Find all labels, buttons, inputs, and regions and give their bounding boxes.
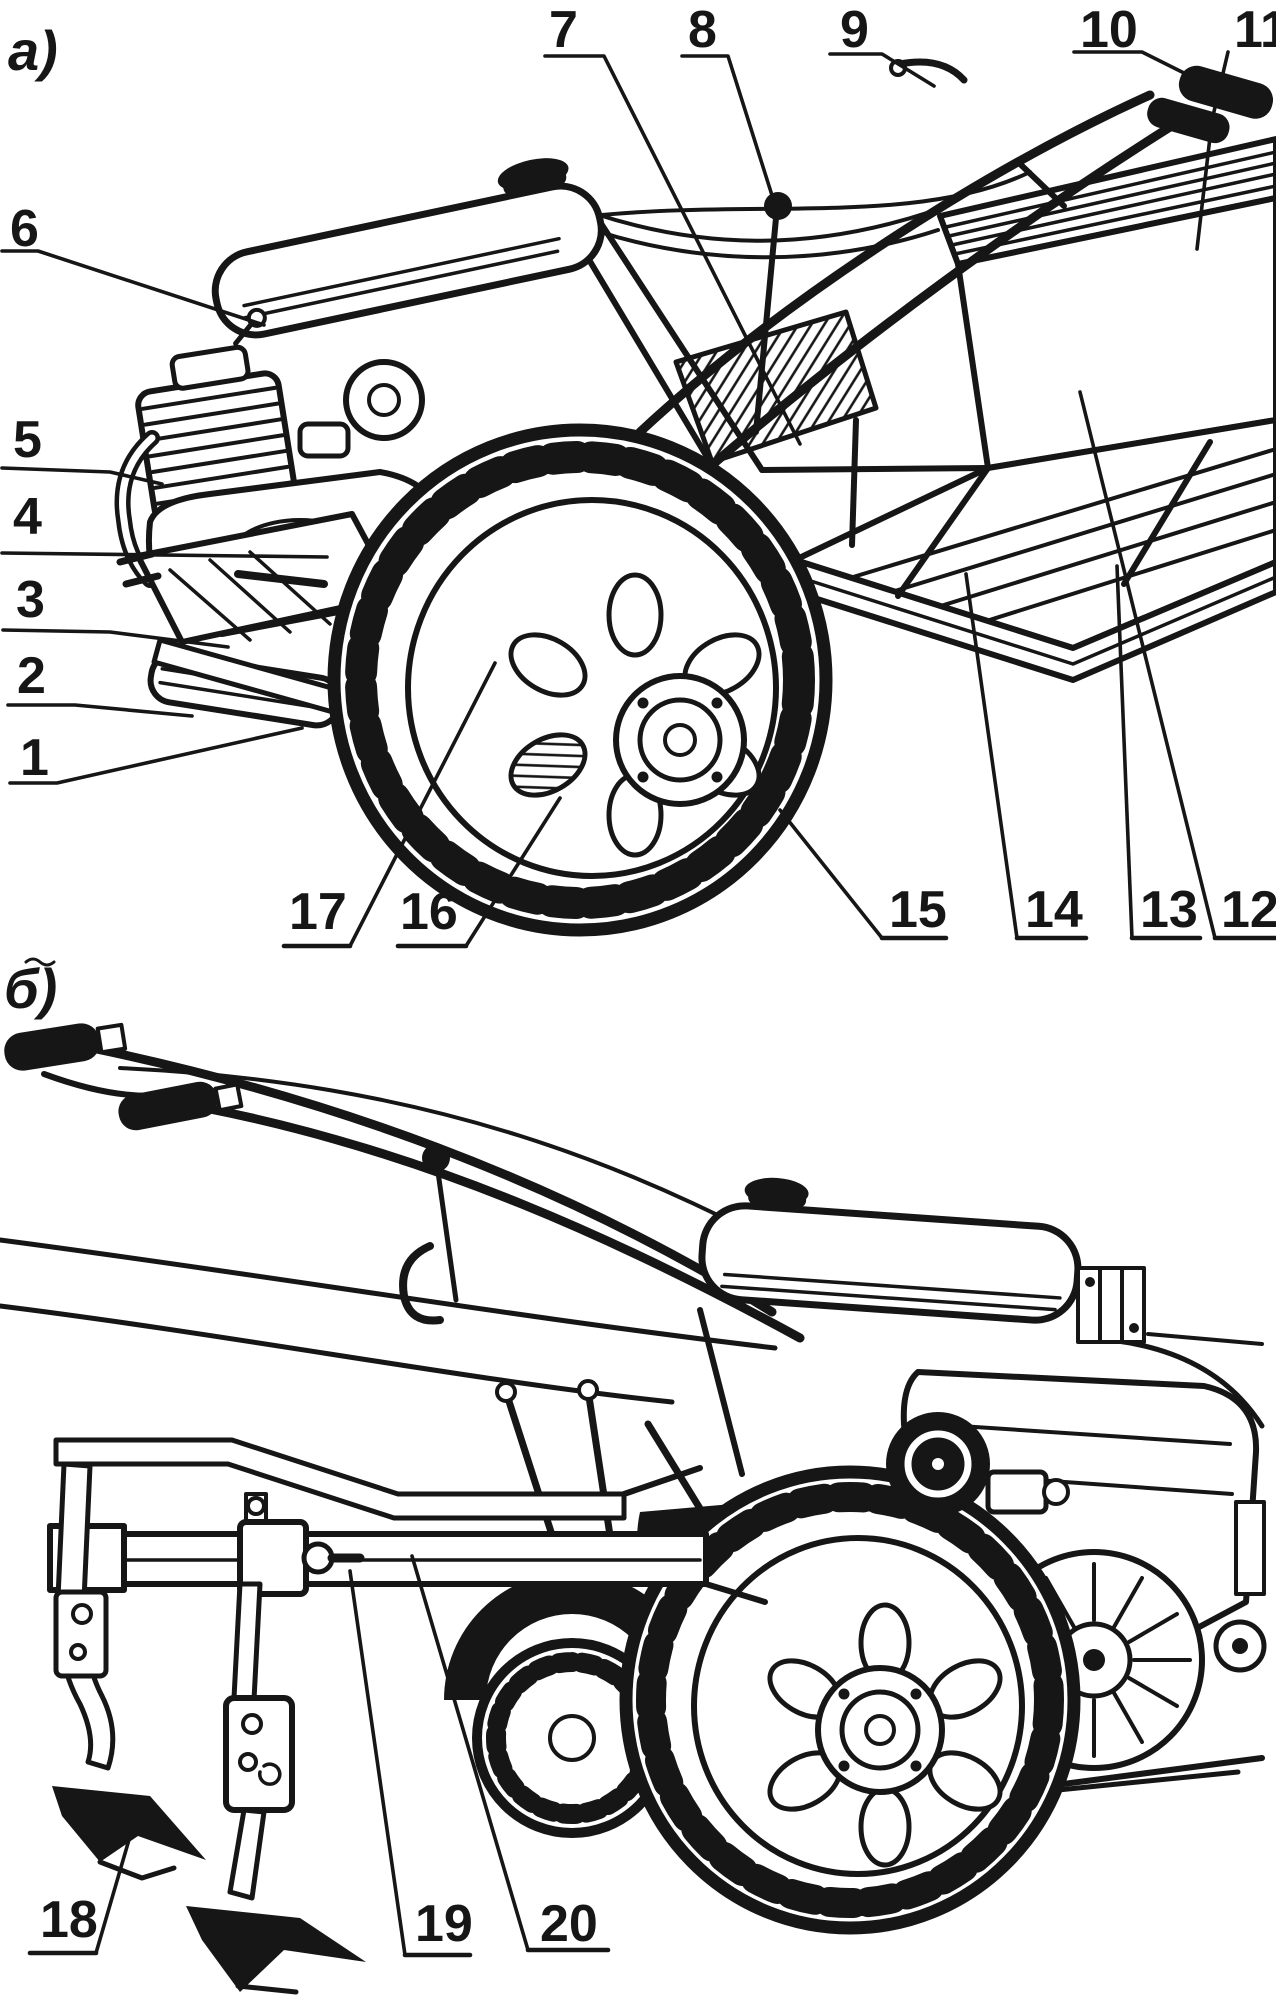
seat-post: [849, 417, 859, 548]
callout-label-1: 1: [20, 729, 49, 787]
figure-a-tag: a): [8, 19, 58, 82]
callout-leader-19: [348, 1569, 407, 1957]
clutch-lever: [41, 1071, 175, 1099]
cargo-platform: [792, 136, 1276, 683]
upper-bar: [53, 1437, 627, 1521]
callout-label-6: 6: [10, 200, 39, 258]
callout-leader-7: [543, 54, 802, 446]
callout-label-10: 10: [1080, 1, 1138, 59]
starter-handle: [1234, 1500, 1266, 1596]
gearshift-lever: [422, 1144, 459, 1303]
share: [52, 1786, 206, 1862]
callout-label-15: 15: [889, 881, 947, 939]
callout-label-20: 20: [540, 1895, 598, 1953]
callout-label-4: 4: [13, 488, 42, 546]
gearshift-knob: [764, 192, 792, 220]
callout-label-13: 13: [1140, 881, 1198, 939]
clutch-lever: [896, 58, 968, 84]
callout-leader-16: [464, 796, 562, 948]
callout-leader-6: [0, 249, 266, 327]
share: [186, 1906, 366, 1992]
filler-cap: [497, 158, 569, 192]
callout-label-14: 14: [1025, 881, 1083, 939]
callout-leader-8: [680, 54, 778, 210]
gearshift-knob: [422, 1144, 450, 1172]
figure-b-illustration: [0, 1022, 1267, 1995]
callout-leader-3: [1, 628, 230, 649]
wheel-hub: [815, 1665, 945, 1795]
callout-leader-15: [778, 808, 884, 940]
callout-leader-4: [0, 551, 329, 559]
frame-struts: [573, 219, 765, 495]
callout-leader-20: [410, 1554, 530, 1952]
air-cleaner: [886, 1412, 1070, 1516]
callout-label-19: 19: [415, 1895, 473, 1953]
cultivator-tine-left: [52, 1461, 206, 1881]
callout-label-18: 18: [40, 1891, 98, 1949]
callout-label-3: 3: [16, 571, 45, 629]
callout-label-2: 2: [17, 647, 46, 705]
cylinder: [135, 307, 299, 525]
cable-hook: [399, 1242, 444, 1325]
fuel-tank: [211, 158, 605, 339]
handlebar-tube: [635, 90, 1155, 437]
drive-wheel: [327, 423, 833, 937]
callout-label-7: 7: [549, 1, 578, 59]
gearshift-lever: [753, 192, 792, 435]
callout-leader-9: [828, 52, 936, 88]
figure-b-callouts: 18 19 20: [27, 1554, 611, 1958]
callout-leader-18: [94, 1824, 135, 1955]
callout-leader-12: [1078, 390, 1217, 940]
tank-bracket: [1076, 1266, 1146, 1344]
callout-label-5: 5: [13, 411, 42, 469]
callout-label-12: 12: [1221, 881, 1276, 939]
handlebar-tube: [699, 117, 1183, 477]
callout-leader-14: [964, 572, 1019, 940]
fuel-tank: [698, 1177, 1082, 1324]
callout-leader-11: [1195, 50, 1230, 251]
tire-lugs: [636, 1482, 1064, 1918]
callout-leader-2: [6, 703, 194, 718]
callout-label-17: 17: [289, 883, 347, 941]
callout-label-9: 9: [840, 1, 869, 59]
callout-leader-13: [1115, 564, 1134, 940]
figure-a-illustration: [24, 58, 1276, 967]
drive-wheel: [619, 1465, 1081, 1935]
print-artifact: [24, 957, 56, 967]
figure-b-tag: б): [4, 957, 57, 1020]
handlebar-grip: [4, 1022, 128, 1071]
callout-leader-10: [1072, 50, 1192, 78]
callout-leader-1: [8, 726, 304, 785]
wheel-hub: [613, 673, 747, 807]
disc-vent-hole: [508, 732, 588, 798]
carburetor: [297, 421, 351, 459]
seat: [673, 309, 879, 548]
callout-leader-17: [348, 661, 497, 948]
callout-leader-5: [0, 466, 164, 486]
handlebar-grip: [1178, 65, 1274, 119]
fender: [444, 1572, 700, 1700]
filler-cap: [744, 1177, 809, 1207]
carburetor: [985, 1469, 1049, 1515]
callout-label-8: 8: [688, 1, 717, 59]
callout-label-11: 11: [1234, 1, 1276, 59]
callout-label-16: 16: [400, 883, 458, 941]
tire-lugs: [345, 441, 815, 919]
cultivator-tine-middle: [186, 1581, 366, 1995]
sideboard-panel: [955, 195, 1276, 471]
